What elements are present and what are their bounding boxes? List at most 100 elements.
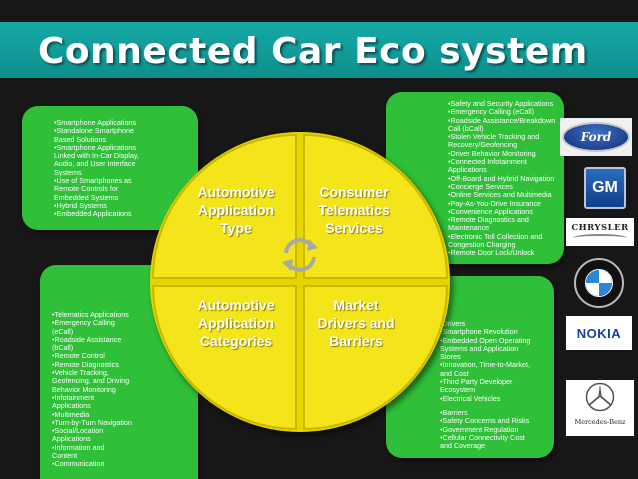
quadrant-label-application-type: Automotive Application Type	[186, 183, 286, 237]
panel-list-item: Linked with In-Car Display,	[54, 151, 139, 161]
panel-list-item: •Social/Location	[52, 426, 104, 436]
panel-list-item: Ecosystem	[440, 385, 476, 395]
panel-list-item: •Remote Diagnostics	[52, 359, 119, 369]
panel-list-item: and Cost	[440, 368, 469, 378]
cycle-arrows-icon	[282, 238, 318, 272]
quadrant-label-line: Automotive	[197, 297, 275, 313]
quadrant-label-line: Barriers	[329, 333, 383, 349]
panel-list-item: Behavior Monitoring	[52, 384, 116, 394]
quadrant-label-drivers-barriers: Market Drivers and Barriers	[306, 296, 406, 350]
panel-list-item: •Connected Infotainment	[448, 157, 527, 167]
panel-list-item: •Emergency Calling (eCall)	[448, 107, 535, 117]
panel-list-item: and Coverage	[440, 441, 486, 451]
panel-list-item: Applications	[52, 434, 91, 444]
panel-list-item: •Multimedia	[52, 409, 90, 419]
panel-list-item: •Remote Diagnostics and	[448, 215, 529, 225]
panel-list-item: (bCall)	[52, 343, 74, 353]
panel-list-item: •Convenience Applications	[448, 206, 533, 216]
panel-list-item: Congestion Charging	[448, 240, 516, 250]
bmw-quarter	[586, 283, 599, 296]
panel-list-item: (eCall)	[52, 326, 74, 336]
panel-list-item: Call (bCall)	[448, 123, 484, 133]
quadrant-label-line: Market	[333, 297, 379, 313]
panel-list-item: •Concierge Services	[448, 181, 513, 191]
panel-list-item: •Barriers	[440, 407, 468, 417]
panel-list-item: Maintenance	[448, 223, 490, 233]
panel-list-item: •Embedded Applications	[54, 209, 132, 219]
panel-list-item: •Cellular Connectivity Cost	[440, 432, 525, 442]
panel-list-item: •Electronic Toll Collection and	[448, 231, 543, 241]
panel-list-item: Systems and Application	[440, 343, 519, 353]
panel-list-item: Content	[52, 451, 78, 461]
quadrant-label-line: Services	[325, 220, 383, 236]
panel-list-item: Embedded Systems	[54, 192, 119, 202]
mercedes-logo-text: Mercedes-Benz	[574, 418, 626, 426]
quadrant-label-line: Application	[197, 315, 275, 331]
panel-list-item: •Off-Board and Hybrid Navigation	[448, 173, 555, 183]
panel-list-item: Stores	[440, 352, 461, 362]
panel-list-item: •Third Party Developer	[440, 377, 513, 387]
panel-list-item: •Driver Behavior Monitoring	[448, 148, 536, 158]
quadrant-label-telematics-services: Consumer Telematics Services	[304, 183, 404, 237]
panel-list-item: •Turn-by-Turn Navigation	[52, 417, 132, 427]
panel-list-item: •Use of Smartphones as	[54, 176, 132, 186]
panel-list-item: •Safety and Security Applications	[448, 99, 554, 108]
panel-list-item: •Emergency Calling	[52, 318, 115, 328]
quadrant-label-application-categories: Automotive Application Categories	[186, 296, 286, 350]
gm-logo: GM	[584, 167, 626, 209]
ford-logo-text: Ford	[562, 122, 630, 152]
quadrant-label-line: Drivers and	[317, 315, 395, 331]
bmw-quarter	[599, 283, 612, 296]
panel-list-item: Based Solutions	[54, 134, 106, 144]
panel-list-item: •Smartphone Revolution	[440, 327, 518, 337]
bmw-quarter	[599, 270, 612, 283]
panel-list-item: •Pay-As-You-Drive Insurance	[448, 198, 541, 208]
bmw-logo-icon	[574, 258, 624, 308]
panel-list-item: •Vehicle Tracking,	[52, 368, 109, 378]
title-band	[0, 22, 638, 78]
panel-list-item: •Information and	[52, 442, 105, 452]
panel-list-item: Recovery/Geofencing	[448, 140, 518, 150]
quadrant-label-line: Categories	[199, 333, 273, 349]
bmw-quarter	[586, 270, 599, 283]
quadrant-label-line: Type	[220, 220, 252, 236]
panel-list-item: •Government Regulation	[440, 424, 519, 434]
mercedes-logo: Mercedes-Benz	[566, 380, 634, 436]
panel-telematics-services: •Safety and Security Applications•Emerge…	[386, 92, 564, 264]
quadrant-label-line: Application	[197, 202, 275, 218]
panel-list-item: •Embedded Open Operating	[440, 335, 531, 345]
panel-list-item: •Smartphone Applications	[54, 142, 137, 152]
panel-list-item: •Stolen Vehicle Tracking and	[448, 132, 540, 142]
panel-list-item: •Telematics Applications	[52, 310, 129, 319]
quadrant-label-line: Consumer	[319, 184, 389, 200]
panel-list-item: •Roadside Assistance	[52, 334, 122, 344]
chrysler-logo: CHRYSLER	[566, 218, 634, 246]
panel-list-item: •Remote Door Lock/Unlock	[448, 248, 535, 258]
panel-list-item: •Roadside Assistance/Breakdown	[448, 115, 556, 125]
bmw-roundel-icon	[585, 269, 613, 297]
ford-logo: Ford	[560, 118, 632, 156]
panel-list-item: •Remote Control	[52, 351, 105, 361]
panel-list-item: •Hybrid Systems	[54, 200, 107, 210]
panel-list-item: Remote Controls for	[54, 184, 119, 194]
mercedes-star-icon	[585, 382, 615, 412]
panel-list-item: •Safety Concerns and Risks	[440, 416, 530, 426]
chrysler-logo-text: CHRYSLER	[571, 222, 629, 233]
panel-list-item: •Communication	[52, 459, 105, 469]
nokia-logo: NOKIA	[566, 316, 632, 350]
panel-list-item: Systems	[54, 167, 82, 177]
panel-list-item: •Standalone Smartphone	[54, 126, 135, 136]
panel-list-item: •Online Services and Multimedia	[448, 190, 552, 200]
slide-title: Connected Car Eco system	[38, 31, 588, 72]
panel-list-item: Applications	[448, 165, 487, 175]
quadrant-label-line: Telematics	[318, 202, 390, 218]
panel-list-item: Applications	[52, 401, 91, 411]
panel-list-item: •Electrical Vehicles	[440, 393, 501, 403]
panel-list-item: Geofencing, and Driving	[52, 376, 130, 386]
panel-list-item: Audio, and User Interface	[54, 159, 136, 169]
panel-list-item: •Innovation, Time-to-Market,	[440, 360, 530, 370]
panel-list-item: •Drivers	[440, 319, 466, 328]
quadrant-label-line: Automotive	[197, 184, 275, 200]
chrysler-wing-icon	[573, 233, 627, 242]
